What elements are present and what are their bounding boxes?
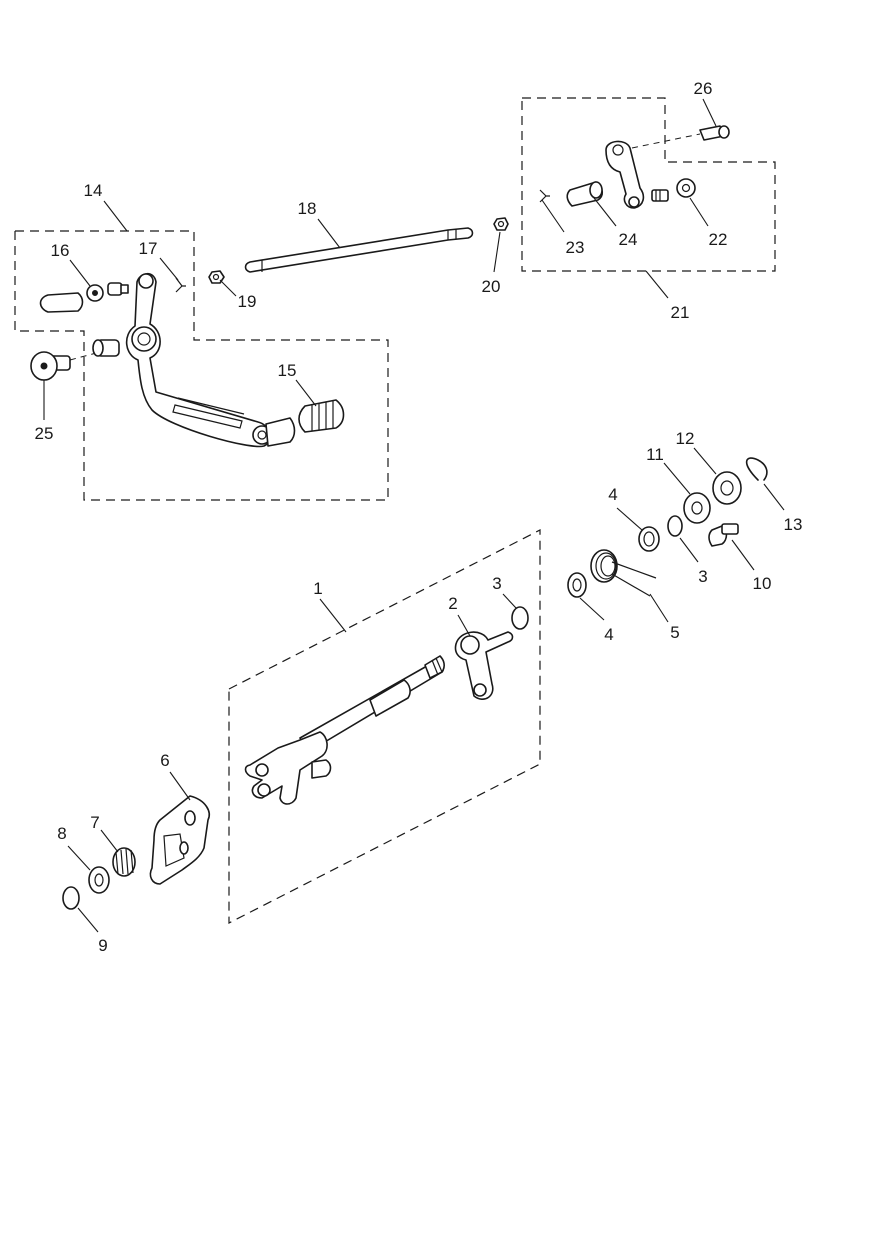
callout-5: 5 (670, 623, 679, 642)
callout-14: 14 (84, 181, 103, 200)
group-box-14 (14, 230, 389, 501)
stud-bolt (651, 189, 669, 202)
group-box-1 (228, 529, 541, 924)
circlip-part-3-lower (511, 606, 529, 630)
washer-part-4-lower (567, 572, 587, 598)
gear-lever-assembly (30, 270, 345, 448)
cam-plate-group (62, 795, 210, 910)
callout-16: 16 (51, 241, 70, 260)
callout-23: 23 (566, 238, 585, 257)
callout-15: 15 (278, 361, 297, 380)
selector-shaft-assembly (244, 606, 529, 805)
return-spring-part-5 (590, 549, 657, 597)
callout-22: 22 (709, 230, 728, 249)
callout-9: 9 (98, 936, 107, 955)
return-spring-group (567, 457, 768, 598)
leader-lines (43, 98, 785, 933)
bush-part-24 (566, 181, 604, 207)
callout-8: 8 (57, 824, 66, 843)
callout-25: 25 (35, 424, 54, 443)
clip-part-23 (539, 189, 550, 203)
callout-1: 1 (313, 579, 322, 598)
callout-6: 6 (160, 751, 169, 770)
callout-21: 21 (671, 303, 690, 322)
gear-lever-arm (125, 272, 272, 448)
callout-26: 26 (694, 79, 713, 98)
callout-2: 2 (448, 594, 457, 613)
pivot-bolt-part-25 (30, 351, 101, 381)
bolt-part-26 (631, 125, 730, 149)
upper-linkage-assembly (539, 125, 730, 209)
selector-lever-part-2 (454, 631, 514, 700)
clip-part-17 (175, 277, 186, 293)
cam-plate-part-6 (149, 795, 210, 885)
stopper-bolt-part-10 (708, 523, 739, 547)
pivot-bush (92, 339, 120, 357)
callout-4: 4 (604, 625, 613, 644)
callout-24: 24 (619, 230, 638, 249)
washer-part-11 (683, 492, 711, 524)
circlip-part-13 (745, 457, 768, 481)
washer-part-4-upper (638, 526, 660, 552)
rubber-peg-part-15 (298, 399, 345, 433)
callout-4: 4 (608, 485, 617, 504)
linkage-rod-part-18 (244, 227, 474, 273)
washer-part-8 (88, 866, 110, 894)
group-box-21 (521, 97, 776, 272)
circlip-part-3-upper (667, 515, 683, 537)
callout-20: 20 (482, 277, 501, 296)
callout-3: 3 (698, 567, 707, 586)
callout-11: 11 (646, 445, 664, 464)
callout-7: 7 (90, 813, 99, 832)
rod-end-part-16 (39, 282, 129, 313)
callout-19: 19 (238, 292, 257, 311)
callout-17: 17 (139, 239, 158, 258)
callout-10: 10 (753, 574, 772, 593)
washer-part-12 (712, 471, 742, 505)
callout-3: 3 (492, 574, 501, 593)
linkage-arm (605, 140, 645, 209)
circlip-part-9 (62, 886, 80, 910)
nut-part-20 (493, 217, 509, 231)
callout-12: 12 (676, 429, 695, 448)
callout-13: 13 (784, 515, 803, 534)
washer-part-22 (676, 178, 696, 198)
spring-part-7 (112, 847, 136, 877)
callout-18: 18 (298, 199, 317, 218)
callout-labels: 1 2 3 3 4 4 5 6 7 8 9 10 11 12 13 14 15 … (35, 79, 803, 955)
